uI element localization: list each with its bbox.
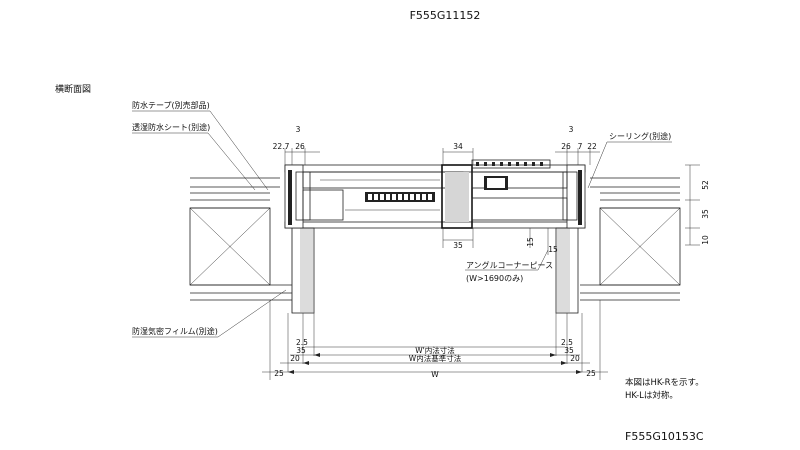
dim-row2-right: 35 (564, 346, 574, 355)
dim-row3-left: 20 (290, 354, 300, 363)
callout-angle-corner-cond: (W>1690のみ) (466, 274, 523, 283)
dim-top-right-3: 3 (569, 125, 574, 134)
casing-left (291, 227, 315, 314)
dim-top-left-26: 26 (295, 142, 305, 151)
note-line-1: 本図はHK-Rを示す。 (625, 377, 704, 388)
dim-top-left-3: 3 (296, 125, 301, 134)
dim-row4-center: W (431, 370, 439, 379)
wall-lines-left (190, 177, 292, 301)
drawing-code-bottom: F555G10153C (625, 430, 704, 443)
dim-row3-center: W内法基準寸法 (409, 353, 462, 363)
dim-right-10: 10 (701, 235, 710, 245)
stud-left (189, 207, 271, 286)
dim-mid-15b: 15 (548, 245, 558, 254)
dim-row4-left: 25 (274, 369, 284, 378)
right-vertical-dims (685, 164, 700, 246)
dim-mid-35: 35 (453, 241, 463, 250)
dim-row2-center: W'内法寸法 (415, 345, 455, 355)
note-line-2: HK-Lは対称。 (625, 390, 678, 401)
top-dimensions (284, 148, 600, 165)
casing-right (555, 227, 579, 314)
section-title: 横断面図 (55, 83, 91, 95)
dim-top-right-7: 7 (578, 142, 583, 151)
dim-top-right-26: 26 (561, 142, 571, 151)
dim-row3-right: 20 (570, 354, 580, 363)
dim-right-35: 35 (701, 209, 710, 219)
callout-breathable-sheet: 透湿防水シート(別途) (132, 122, 210, 132)
callout-waterproof-tape: 防水テープ(別売部品) (132, 100, 210, 110)
dim-row2-left: 35 (296, 346, 306, 355)
callout-sealing: シーリング(別途) (609, 131, 671, 141)
dim-row4-right: 25 (586, 369, 596, 378)
dim-row1-right: 2.5 (561, 338, 573, 347)
dim-right-52: 52 (701, 180, 710, 190)
stud-right (599, 207, 681, 286)
callout-angle-corner: アングルコーナーピース (466, 260, 553, 270)
callout-vapor-film: 防湿気密フィルム(別途) (132, 326, 218, 336)
leader-lines (132, 110, 672, 338)
dim-top-mid-34: 34 (453, 142, 463, 151)
dim-mid-15a: 15 (526, 237, 535, 247)
window-frame (284, 159, 586, 229)
dim-row1-left: 2.5 (296, 338, 308, 347)
dim-top-right-22: 22 (587, 142, 597, 151)
drawing-code-top: F555G11152 (410, 9, 481, 22)
bottom-dimension-lines (262, 300, 608, 380)
wall-lines-right (580, 177, 680, 301)
dim-top-left-22-7: 22.7 (273, 142, 290, 151)
